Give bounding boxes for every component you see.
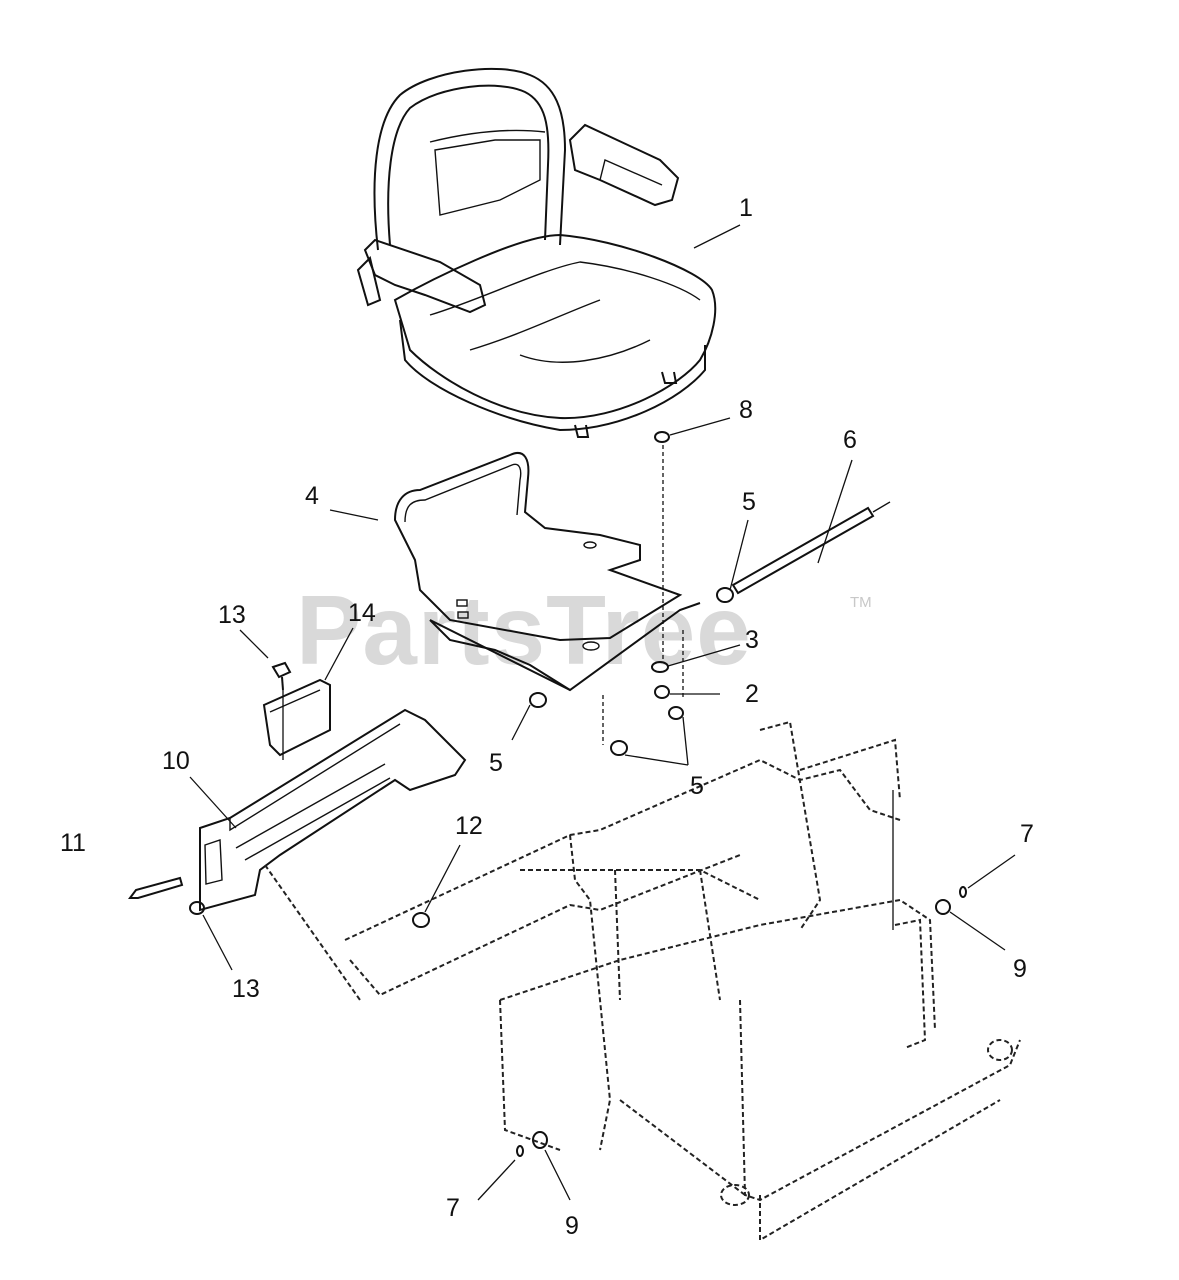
callout-4: 4 <box>305 482 319 510</box>
callout-6: 6 <box>843 426 857 454</box>
callout-13-bottom: 13 <box>232 975 260 1003</box>
callout-14: 14 <box>348 599 376 627</box>
seat-assembly <box>356 67 717 438</box>
bushing-5c <box>610 740 628 756</box>
clip-7-right <box>959 886 967 898</box>
cover-14 <box>262 678 331 757</box>
callout-8: 8 <box>739 396 753 424</box>
callout-7-bottom: 7 <box>446 1194 460 1222</box>
leader-lines <box>189 224 1016 1201</box>
washer-9-bottom <box>532 1131 548 1149</box>
callout-12: 12 <box>455 812 483 840</box>
nut-8 <box>654 431 670 443</box>
washer-9-right <box>935 899 951 915</box>
callout-3: 3 <box>745 626 759 654</box>
watermark-trademark: TM <box>850 594 872 611</box>
callout-5-left: 5 <box>489 749 503 777</box>
rod-6 <box>731 506 875 595</box>
nut-12 <box>412 912 430 928</box>
callout-9-right: 9 <box>1013 955 1027 983</box>
hardware <box>128 431 967 1157</box>
callout-11: 11 <box>60 829 86 857</box>
bushing-5a <box>716 587 734 603</box>
callout-13-top: 13 <box>218 601 246 629</box>
nut-2 <box>654 685 670 699</box>
bushing-5d <box>668 706 684 720</box>
callout-2: 2 <box>745 680 759 708</box>
callout-1: 1 <box>739 194 753 222</box>
washer-3 <box>651 661 669 673</box>
callout-5-bottom: 5 <box>690 772 704 800</box>
callout-7-right: 7 <box>1020 820 1034 848</box>
callout-10: 10 <box>162 747 190 775</box>
bushing-5b <box>529 692 547 708</box>
callout-5-rod-end: 5 <box>742 488 756 516</box>
callout-9-bottom: 9 <box>565 1212 579 1240</box>
seat-pan <box>393 452 701 692</box>
tractor-frame <box>264 720 1021 1242</box>
mount-bracket <box>199 678 467 912</box>
clip-7-bottom <box>516 1145 524 1157</box>
